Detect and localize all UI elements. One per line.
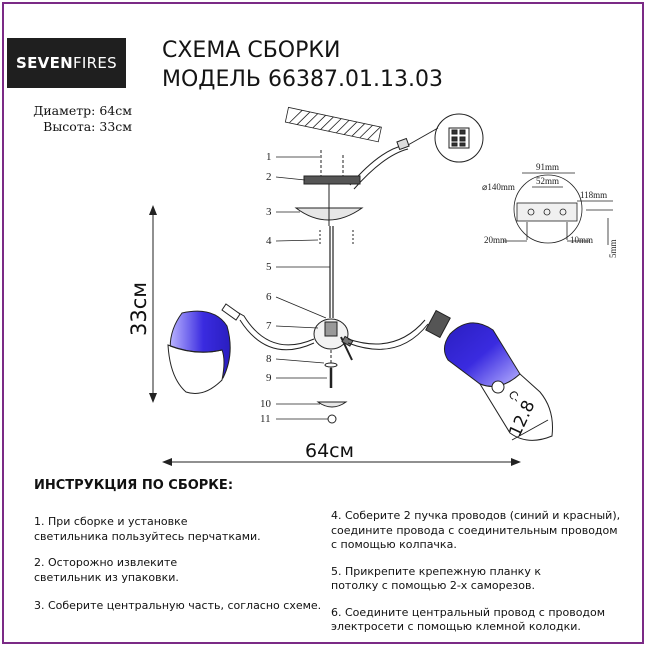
brand-logo-bold: SEVEN bbox=[16, 54, 73, 72]
bracket-offset-10: 10mm bbox=[570, 235, 593, 245]
leader-lines bbox=[275, 156, 330, 420]
instructions-left-column: 1. При сборке и установке светильника по… bbox=[34, 515, 334, 614]
instruction-step-6: 6. Соедините центральный провод с провод… bbox=[331, 605, 606, 634]
width-dimension bbox=[162, 458, 521, 466]
width-label: 64см bbox=[305, 440, 354, 462]
title-line-2: МОДЕЛЬ 66387.01.13.03 bbox=[162, 67, 443, 92]
title-line-1: СХЕМА СБОРКИ bbox=[162, 38, 341, 63]
instruction-step-5: 5. Прикрепите крепежную планку к потолку… bbox=[331, 564, 541, 593]
left-lamp-shade bbox=[167, 303, 241, 394]
part-number-7: 7 bbox=[266, 320, 272, 332]
part-number-3: 3 bbox=[266, 206, 272, 218]
right-lamp-shade bbox=[425, 309, 553, 441]
instruction-step-4: 4. Соберите 2 пучка проводов (синий и кр… bbox=[331, 509, 621, 551]
part-number-4: 4 bbox=[266, 235, 272, 247]
bracket-detail bbox=[503, 172, 613, 245]
part-number-8: 8 bbox=[266, 353, 272, 365]
dimensions-block: Диаметр: 64см Высота: 33см bbox=[22, 103, 132, 135]
diameter-text: Диаметр: 64см bbox=[33, 103, 132, 118]
page-title: СХЕМА СБОРКИ МОДЕЛЬ 66387.01.13.03 bbox=[162, 36, 443, 94]
instruction-step-2: 2. Осторожно извлеките светильник из упа… bbox=[34, 556, 179, 584]
instructions-heading: ИНСТРУКЦИЯ ПО СБОРКЕ: bbox=[34, 478, 234, 493]
part-number-10: 10 bbox=[260, 398, 272, 410]
bracket-detail-labels: ⌀140mm 91mm 52mm 118mm 20mm 10mm 5mm bbox=[482, 162, 618, 258]
instruction-step-3: 3. Соберите центральную часть, согласно … bbox=[34, 599, 322, 612]
page-frame bbox=[2, 2, 644, 644]
bracket-diameter-140: ⌀140mm bbox=[482, 182, 515, 192]
height-dimension bbox=[149, 205, 157, 403]
part-labels: 1 2 3 4 5 6 7 8 9 10 11 bbox=[260, 151, 272, 425]
part-number-6: 6 bbox=[266, 291, 272, 303]
height-label: 33см bbox=[127, 282, 151, 336]
wire-callout bbox=[349, 113, 484, 190]
height-text: Высота: 33см bbox=[43, 119, 132, 134]
part-number-2: 2 bbox=[266, 171, 272, 183]
brand-logo-light: FIRES bbox=[72, 54, 117, 72]
bracket-length-118: 118mm bbox=[580, 190, 607, 200]
bracket-offset-20: 20mm bbox=[484, 235, 507, 245]
instructions-right-column: 4. Соберите 2 пучка проводов (синий и кр… bbox=[331, 509, 643, 635]
chandelier-arms bbox=[236, 311, 429, 351]
ceiling-hatch bbox=[284, 106, 382, 143]
part-number-1: 1 bbox=[266, 151, 272, 163]
part-number-5: 5 bbox=[266, 261, 272, 273]
instruction-step-1: 1. При сборке и установке светильника по… bbox=[34, 515, 261, 543]
bracket-width-52: 52mm bbox=[536, 176, 559, 186]
central-assembly bbox=[294, 150, 364, 424]
bracket-width-91: 91mm bbox=[536, 162, 559, 172]
bracket-thickness-5: 5mm bbox=[608, 239, 618, 258]
part-number-9: 9 bbox=[266, 372, 272, 384]
part-number-11: 11 bbox=[260, 413, 271, 425]
